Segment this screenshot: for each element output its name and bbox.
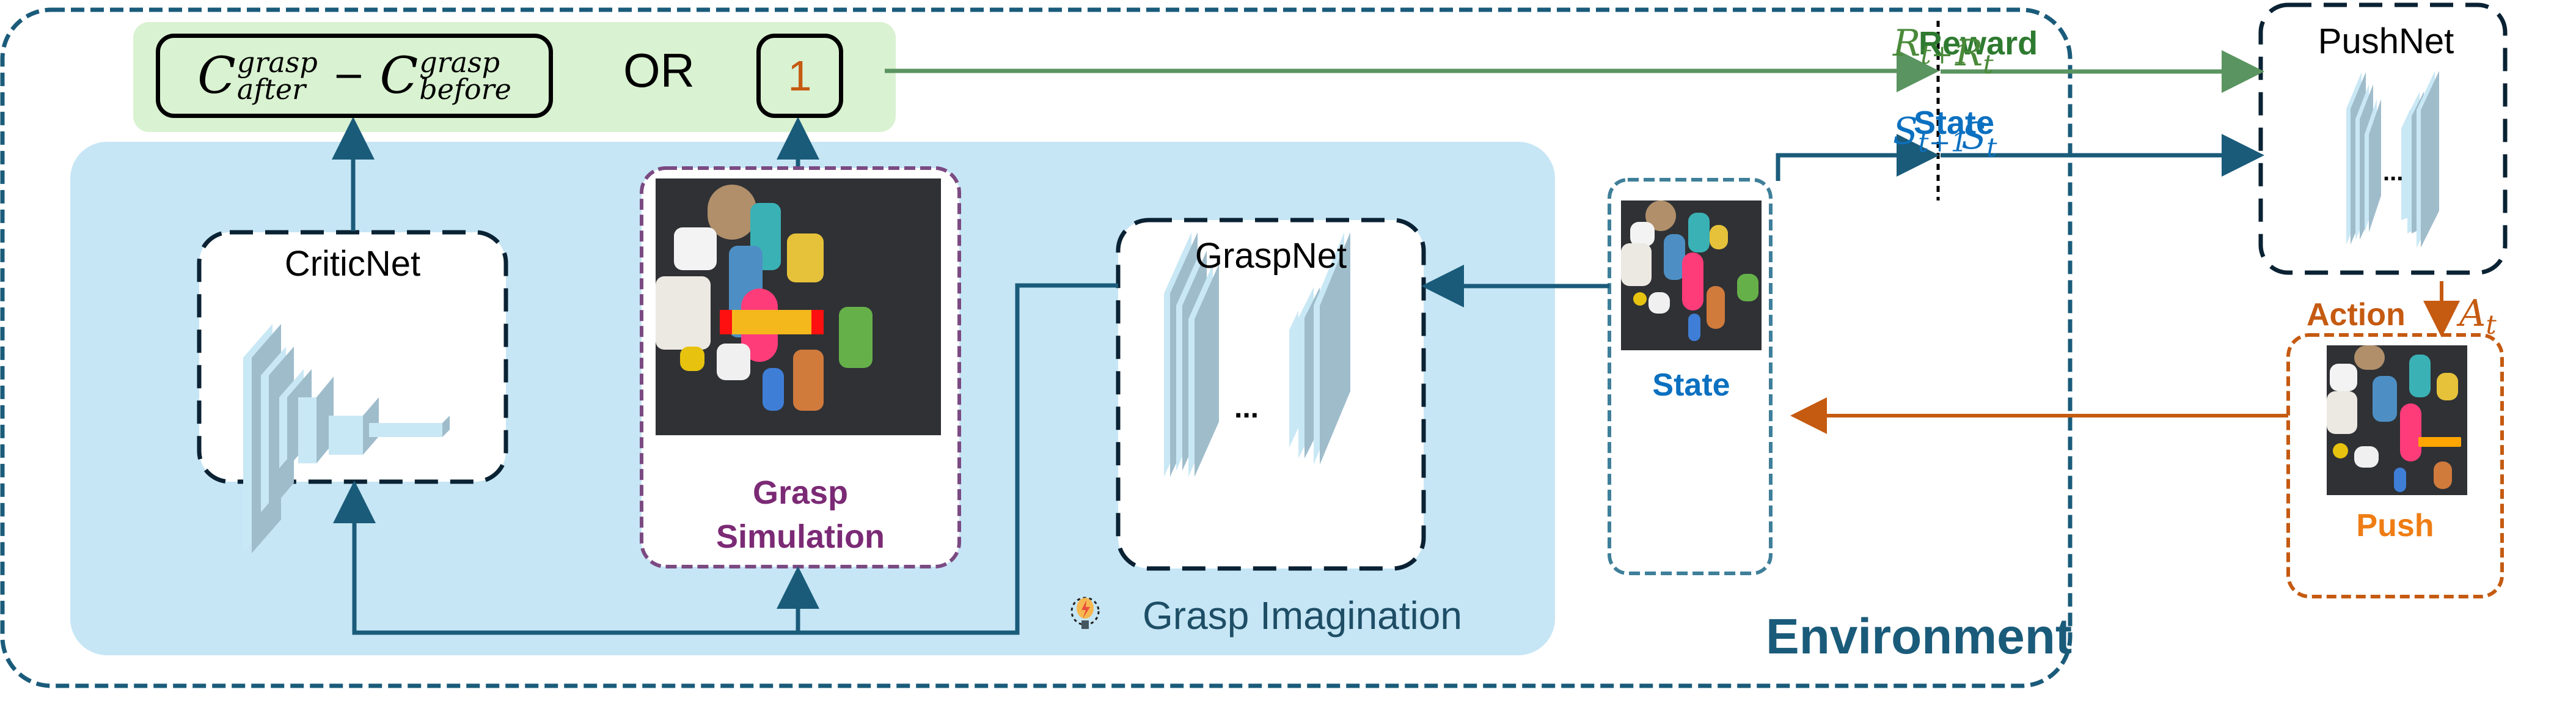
criticnet-label: CriticNet <box>284 244 421 284</box>
success-reward-box: 1 <box>756 34 843 118</box>
push-image <box>2327 345 2467 495</box>
action-symbol: At <box>2459 292 2497 340</box>
action-label: Action <box>2307 297 2406 333</box>
reward-next-symbol: Rt+1 <box>1893 22 1970 70</box>
lightbulb-icon <box>1070 597 1100 629</box>
graspnet-output-path <box>333 283 1118 635</box>
grasp-simulation-image <box>656 178 941 435</box>
minus-operator: − <box>332 53 365 98</box>
push-label: Push <box>2356 508 2434 543</box>
reward-current-symbol: Rt <box>1955 32 1994 80</box>
grasp-simulation-label: Grasp Simulation <box>715 474 885 555</box>
state-image <box>1621 200 1762 350</box>
environment-label: Environment <box>1766 609 2073 664</box>
state-next-symbol: St+1 <box>1893 110 1968 158</box>
environment-border <box>0 7 2073 688</box>
pushnet-label: PushNet <box>2318 21 2454 61</box>
state-signal-label: State <box>1914 105 1995 141</box>
graspnet-label: GraspNet <box>1195 236 1347 276</box>
graspnet-layers-icon <box>1164 232 1350 477</box>
state-arrow-next <box>1776 134 1939 181</box>
state-current-symbol: St <box>1961 115 1997 163</box>
criticnet-layers-icon <box>243 324 450 553</box>
or-label: OR <box>623 43 695 97</box>
reward-label: Reward <box>1919 25 2038 62</box>
pushnet-layers-icon <box>2346 71 2439 248</box>
graspnet-ellipsis: ... <box>1234 392 1259 424</box>
state-image-label: State <box>1652 367 1730 403</box>
grasp-imagination-label: Grasp Imagination <box>1143 594 1462 638</box>
pushnet-ellipsis: ... <box>2383 159 2404 186</box>
